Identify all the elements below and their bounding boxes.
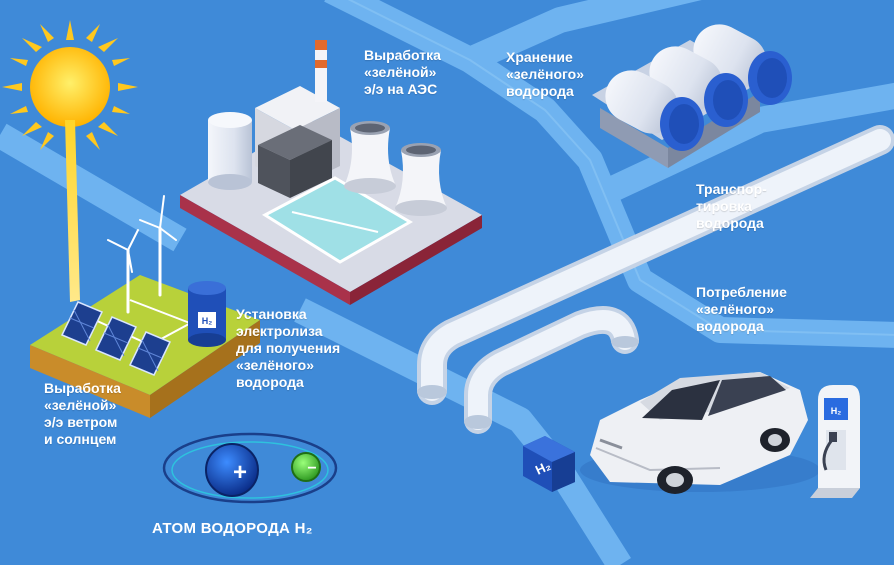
hydrogen-storage-tanks [592, 24, 792, 168]
label-renewables: Выработка «зелёной» э/э ветром и солнцем [44, 380, 121, 447]
hydrogen-station-icon [810, 385, 860, 498]
sun-icon [2, 20, 138, 154]
pipe-end [417, 385, 447, 399]
molecule-text: H₂ [533, 458, 553, 478]
hydrogen-atom-icon [162, 432, 338, 504]
pipe-end [464, 415, 492, 429]
label-electrolysis: Установка электролиза для получения «зел… [236, 306, 341, 390]
electron-sign: − [307, 460, 316, 477]
hydrogen-car-icon [580, 372, 820, 494]
proton-sign: + [233, 459, 247, 486]
h2-molecule-icon [523, 436, 575, 492]
label-hydrogen-consumption: Потребление «зелёного» водорода [696, 284, 787, 334]
sun-beam [65, 120, 80, 302]
power-plant [180, 40, 482, 305]
hydrogen-pipeline [417, 125, 894, 434]
wind-turbine-icon [107, 195, 177, 314]
label-hydrogen-atom: АТОМ ВОДОРОДА H₂ [152, 520, 313, 537]
tank-badge: H₂ [202, 316, 213, 326]
station-badge: H₂ [831, 406, 842, 416]
solar-panel-icon [60, 301, 172, 376]
label-npp-power: Выработка «зелёной» э/э на АЭС [364, 47, 441, 97]
label-hydrogen-transport: Транспор- тировка водорода [696, 181, 767, 231]
electrolysis-tank [188, 281, 226, 347]
label-hydrogen-storage: Хранение «зелёного» водорода [506, 49, 585, 99]
pipe-end [611, 336, 639, 348]
